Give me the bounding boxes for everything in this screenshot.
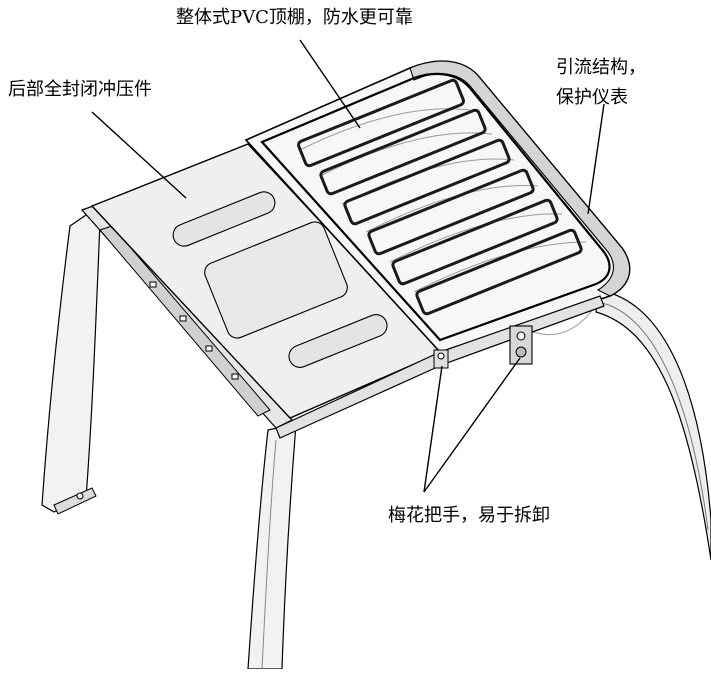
canopy-inner-frame <box>260 72 611 342</box>
panel-slot-bottom <box>288 314 388 368</box>
label-pvc-canopy: 整体式PVC顶棚，防水更可靠 <box>176 7 413 28</box>
leader-lines <box>91 39 605 493</box>
leader-left <box>91 111 187 199</box>
front-arch-bracket <box>595 289 711 561</box>
left-rear-leg <box>41 214 101 513</box>
panel-slot-top <box>172 191 276 247</box>
left-rear-leg-bolt <box>76 492 84 500</box>
label-plum-knob: 梅花把手，易于拆卸 <box>388 505 550 526</box>
label-rear-stamped-part: 后部全封闭冲压件 <box>8 79 152 100</box>
label-drain-structure: 引流结构， <box>556 57 646 78</box>
leader-right <box>587 103 605 215</box>
right-front-leg-inner <box>261 439 277 670</box>
side-rail-holes <box>149 281 239 380</box>
label-protect-instruments: 保护仪表 <box>556 87 628 108</box>
leader-top <box>299 39 361 129</box>
leader-bottom-b <box>423 357 521 493</box>
front-arch-bracket-inner <box>597 301 709 531</box>
right-front-leg <box>247 423 297 670</box>
canopy-strips <box>297 78 583 316</box>
drain-channel-rim <box>409 60 631 297</box>
knob-right <box>509 325 533 365</box>
knob-left <box>433 349 449 369</box>
panel-recess-center <box>204 221 348 339</box>
leader-bottom-a <box>423 365 443 493</box>
